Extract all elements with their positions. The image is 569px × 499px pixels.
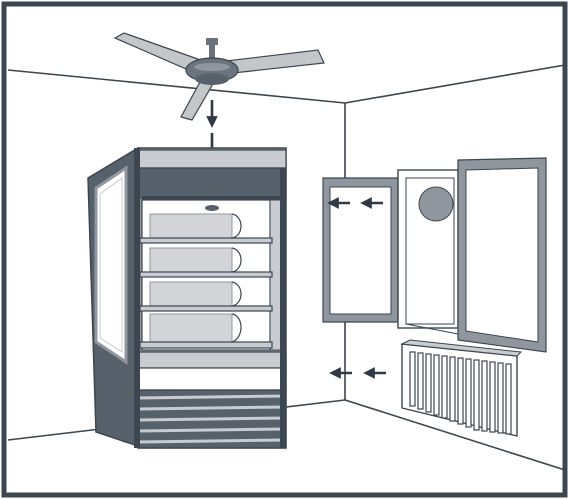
round-vent-icon bbox=[419, 187, 453, 221]
open-front-refrigerated-display-icon bbox=[88, 148, 286, 448]
